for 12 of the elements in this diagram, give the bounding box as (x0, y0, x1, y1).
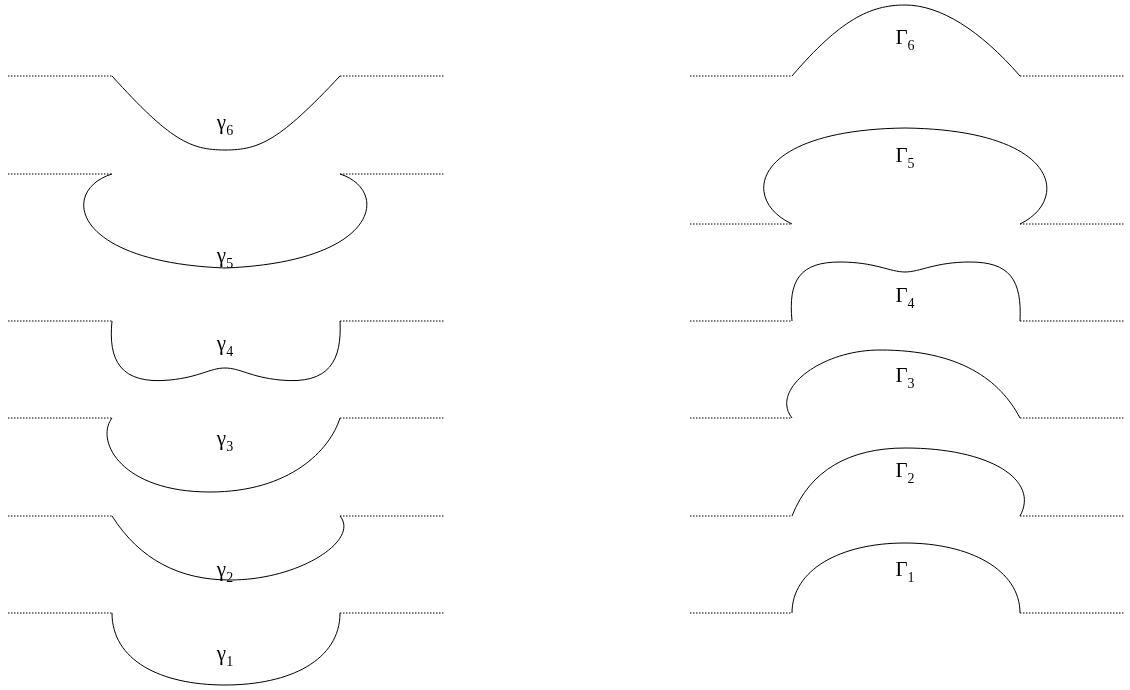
curve-label: γ$_{2}$ (216, 559, 234, 585)
curve-label: γ$_{3}$ (216, 428, 234, 454)
curve-label: γ$_{5}$ (216, 245, 234, 271)
curve-label: Γ$_{4}$ (895, 285, 915, 311)
curve-label: Γ$_{1}$ (895, 559, 915, 585)
curve-label: γ$_{1}$ (216, 643, 234, 669)
curve-label: γ$_{4}$ (216, 333, 234, 359)
curve-label: Γ$_{6}$ (895, 27, 915, 53)
curve-label: Γ$_{5}$ (895, 145, 915, 171)
curve-label: γ$_{6}$ (216, 112, 234, 138)
curve-label: Γ$_{2}$ (895, 460, 915, 486)
curve-label: Γ$_{3}$ (895, 365, 915, 391)
